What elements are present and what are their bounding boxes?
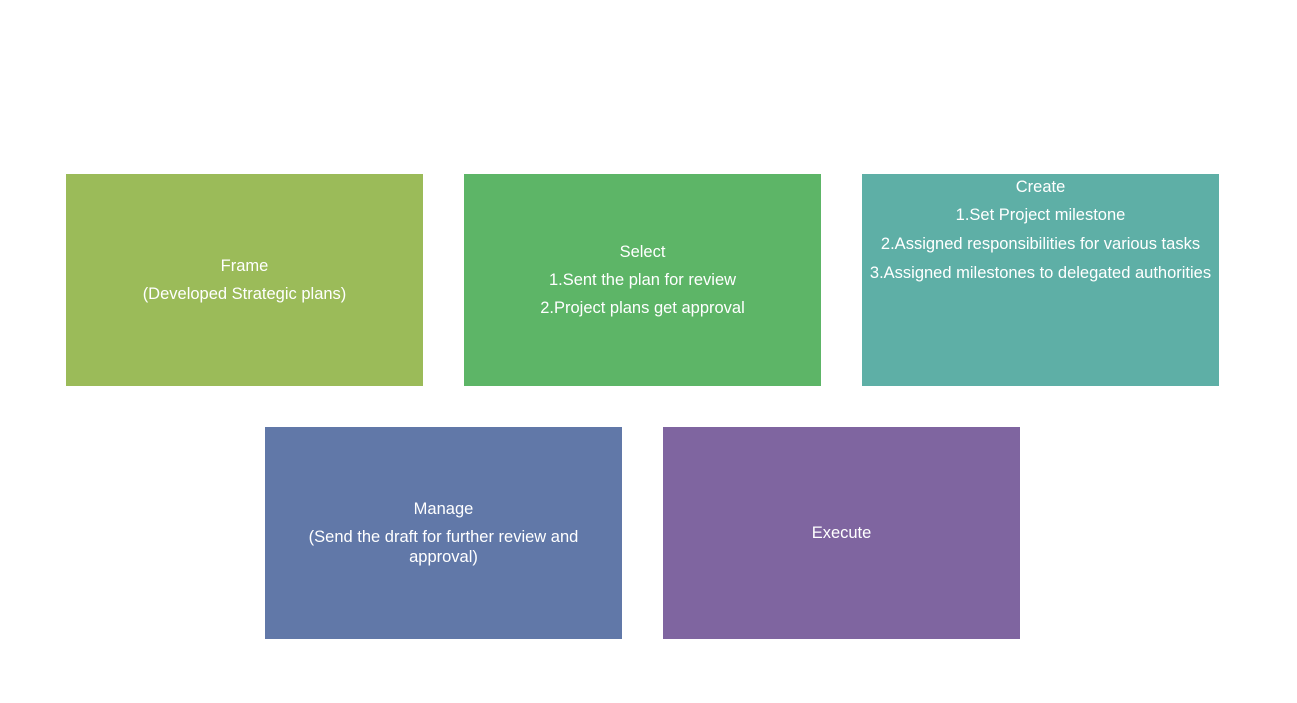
create-box: Create 1.Set Project milestone 2.Assigne… [862, 174, 1219, 386]
frame-description: (Developed Strategic plans) [142, 285, 347, 303]
execute-box: Execute [663, 427, 1020, 639]
create-title: Create [1015, 178, 1066, 196]
select-title: Select [619, 243, 666, 261]
select-step-2: 2.Project plans get approval [540, 299, 745, 317]
execute-title: Execute [811, 524, 872, 542]
manage-title: Manage [413, 500, 474, 518]
select-box: Select 1.Sent the plan for review 2.Proj… [464, 174, 821, 386]
create-step-1: 1.Set Project milestone [955, 206, 1126, 224]
manage-box: Manage (Send the draft for further revie… [265, 427, 622, 639]
manage-description: (Send the draft for further review and a… [308, 528, 579, 566]
select-step-1: 1.Sent the plan for review [548, 271, 737, 289]
frame-box: Frame (Developed Strategic plans) [66, 174, 423, 386]
create-step-3: 3.Assigned milestones to delegated autho… [869, 264, 1212, 282]
create-step-2: 2.Assigned responsibilities for various … [880, 235, 1201, 253]
frame-title: Frame [220, 257, 269, 275]
